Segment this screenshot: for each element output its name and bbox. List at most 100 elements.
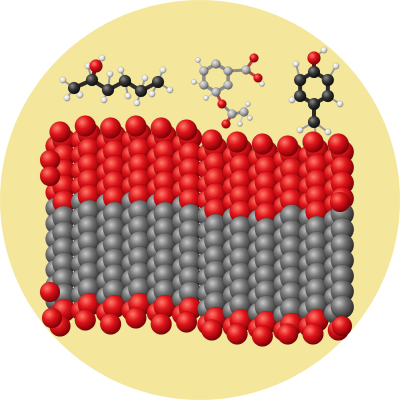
carbon-atom (239, 107, 249, 117)
oxygen-atom (175, 311, 198, 333)
oxygen-atom (49, 121, 71, 143)
oxygen-atom (277, 135, 299, 157)
oxygen-atom (39, 281, 61, 303)
oxygen-atom (39, 165, 61, 187)
carbon-atom (199, 66, 209, 76)
oxygen-atom (277, 323, 299, 345)
hydrogen-atom (124, 92, 132, 100)
oxygen-atom (221, 119, 231, 129)
carbon-atom (223, 80, 233, 90)
aspirin-like-molecule (191, 53, 265, 129)
carbon-atom (307, 115, 321, 129)
carbon-atom (321, 89, 335, 103)
oxygen-atom (226, 323, 248, 345)
lipid-column (70, 115, 102, 331)
lipid-column (95, 117, 127, 335)
hydrogen-atom (245, 101, 251, 107)
carbon-atom (293, 73, 307, 87)
hydrogen-atom (133, 99, 141, 107)
hydrogen-atom (320, 46, 328, 54)
oxygen-atom (253, 73, 263, 83)
oxygen-atom (150, 313, 172, 335)
carbon-atom (85, 73, 99, 87)
oxygen-atom (201, 129, 223, 151)
lipid-column (273, 135, 304, 345)
carbon-atom (293, 89, 307, 103)
hydrogen-atom (106, 70, 114, 78)
hydrogen-atom (98, 54, 106, 62)
hydrogen-atom (336, 100, 344, 108)
hydrogen-atom (237, 121, 243, 127)
hydrogen-atom (203, 95, 209, 101)
carbon-atom (321, 73, 335, 87)
hydrogen-atom (166, 86, 174, 94)
hydrogen-atom (288, 96, 296, 104)
hydrogen-atom (191, 79, 197, 85)
carbon-atom (307, 65, 321, 79)
oxygen-atom (217, 99, 227, 109)
carbon-atom (227, 109, 237, 119)
oxygen-atom (125, 307, 147, 329)
oxygen-atom (249, 53, 259, 63)
oxygen-atom (251, 133, 274, 155)
oxygen-atom (226, 131, 248, 153)
oxygen-atom (302, 323, 324, 345)
carbon-atom (223, 66, 233, 76)
carbon-atom (101, 83, 115, 97)
oxygen-atom (150, 117, 172, 139)
oxygen-atom (251, 325, 274, 347)
lipid-column (121, 115, 152, 329)
hydrogen-atom (292, 60, 300, 68)
hydrogen-atom (117, 66, 125, 74)
hydrogen-atom (141, 74, 149, 82)
oxygen-atom (302, 131, 324, 153)
hydrogen-atom (195, 57, 201, 63)
hydrogen-atom (332, 62, 340, 70)
lipid-column (146, 117, 177, 335)
oxygen-atom (201, 319, 223, 341)
oxygen-atom (89, 59, 103, 73)
cresol-like-molecule (288, 46, 344, 140)
hydrogen-atom (296, 126, 304, 134)
oxygen-atom (41, 307, 63, 329)
oxygen-atom (99, 117, 122, 139)
lipid-column (197, 129, 228, 341)
carbon-atom (211, 87, 221, 97)
hydrogen-atom (259, 81, 265, 87)
hydrogen-atom (159, 66, 167, 74)
lipid-bilayer (39, 115, 354, 347)
oxygen-atom (99, 313, 122, 335)
lipid-column (222, 131, 253, 345)
carbon-atom (199, 80, 209, 90)
carbon-atom (241, 65, 251, 75)
hydrogen-atom (100, 96, 108, 104)
hexanol-molecule (59, 54, 174, 107)
lipid-column (323, 133, 354, 341)
lipid-column (45, 121, 76, 337)
carbon-atom (67, 81, 81, 95)
carbon-atom (330, 295, 354, 319)
lipid-column (247, 133, 279, 347)
oxygen-atom (331, 315, 353, 337)
oxygen-atom (74, 115, 97, 137)
lipid-column (298, 131, 329, 345)
oxygen-atom (175, 119, 198, 141)
oxygen-atom (307, 51, 321, 65)
carbon-atom (307, 97, 321, 111)
hydrogen-atom (247, 115, 253, 121)
oxygen-atom (125, 115, 147, 137)
carbon-atom (211, 59, 221, 69)
oxygen-atom (327, 133, 349, 155)
carbon-atom (151, 75, 165, 89)
carbon-atom (134, 84, 148, 98)
oxygen-atom (74, 309, 97, 331)
hydrogen-atom (76, 91, 84, 99)
hydrogen-atom (324, 128, 332, 136)
hydrogen-atom (63, 94, 71, 102)
carbon-atom (118, 74, 132, 88)
hydrogen-atom (59, 76, 67, 84)
oxygen-atom (329, 191, 351, 213)
hydrogen-atom (148, 90, 156, 98)
